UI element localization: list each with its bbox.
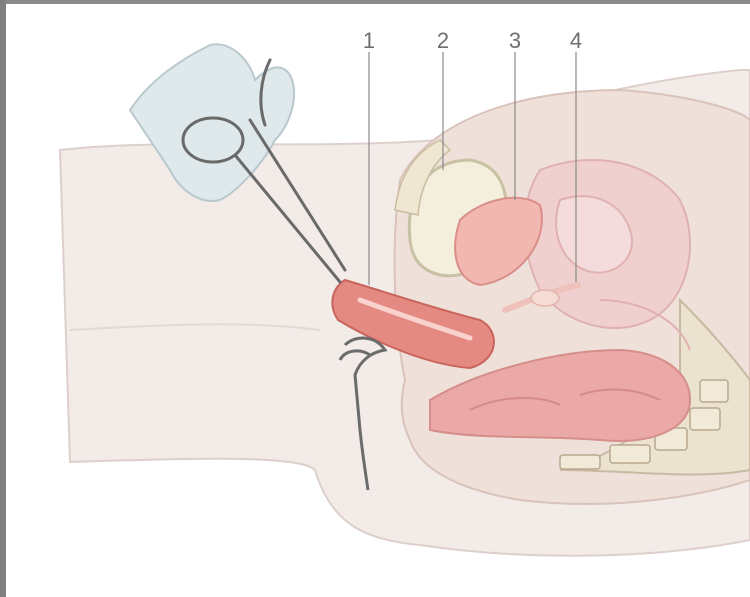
label-4: 4 (570, 28, 582, 53)
label-3: 3 (509, 28, 521, 53)
label-1: 1 (363, 28, 375, 53)
frame-top (0, 0, 750, 4)
frame-left (0, 0, 6, 597)
label-2: 2 (437, 28, 449, 53)
ovary (531, 290, 559, 306)
